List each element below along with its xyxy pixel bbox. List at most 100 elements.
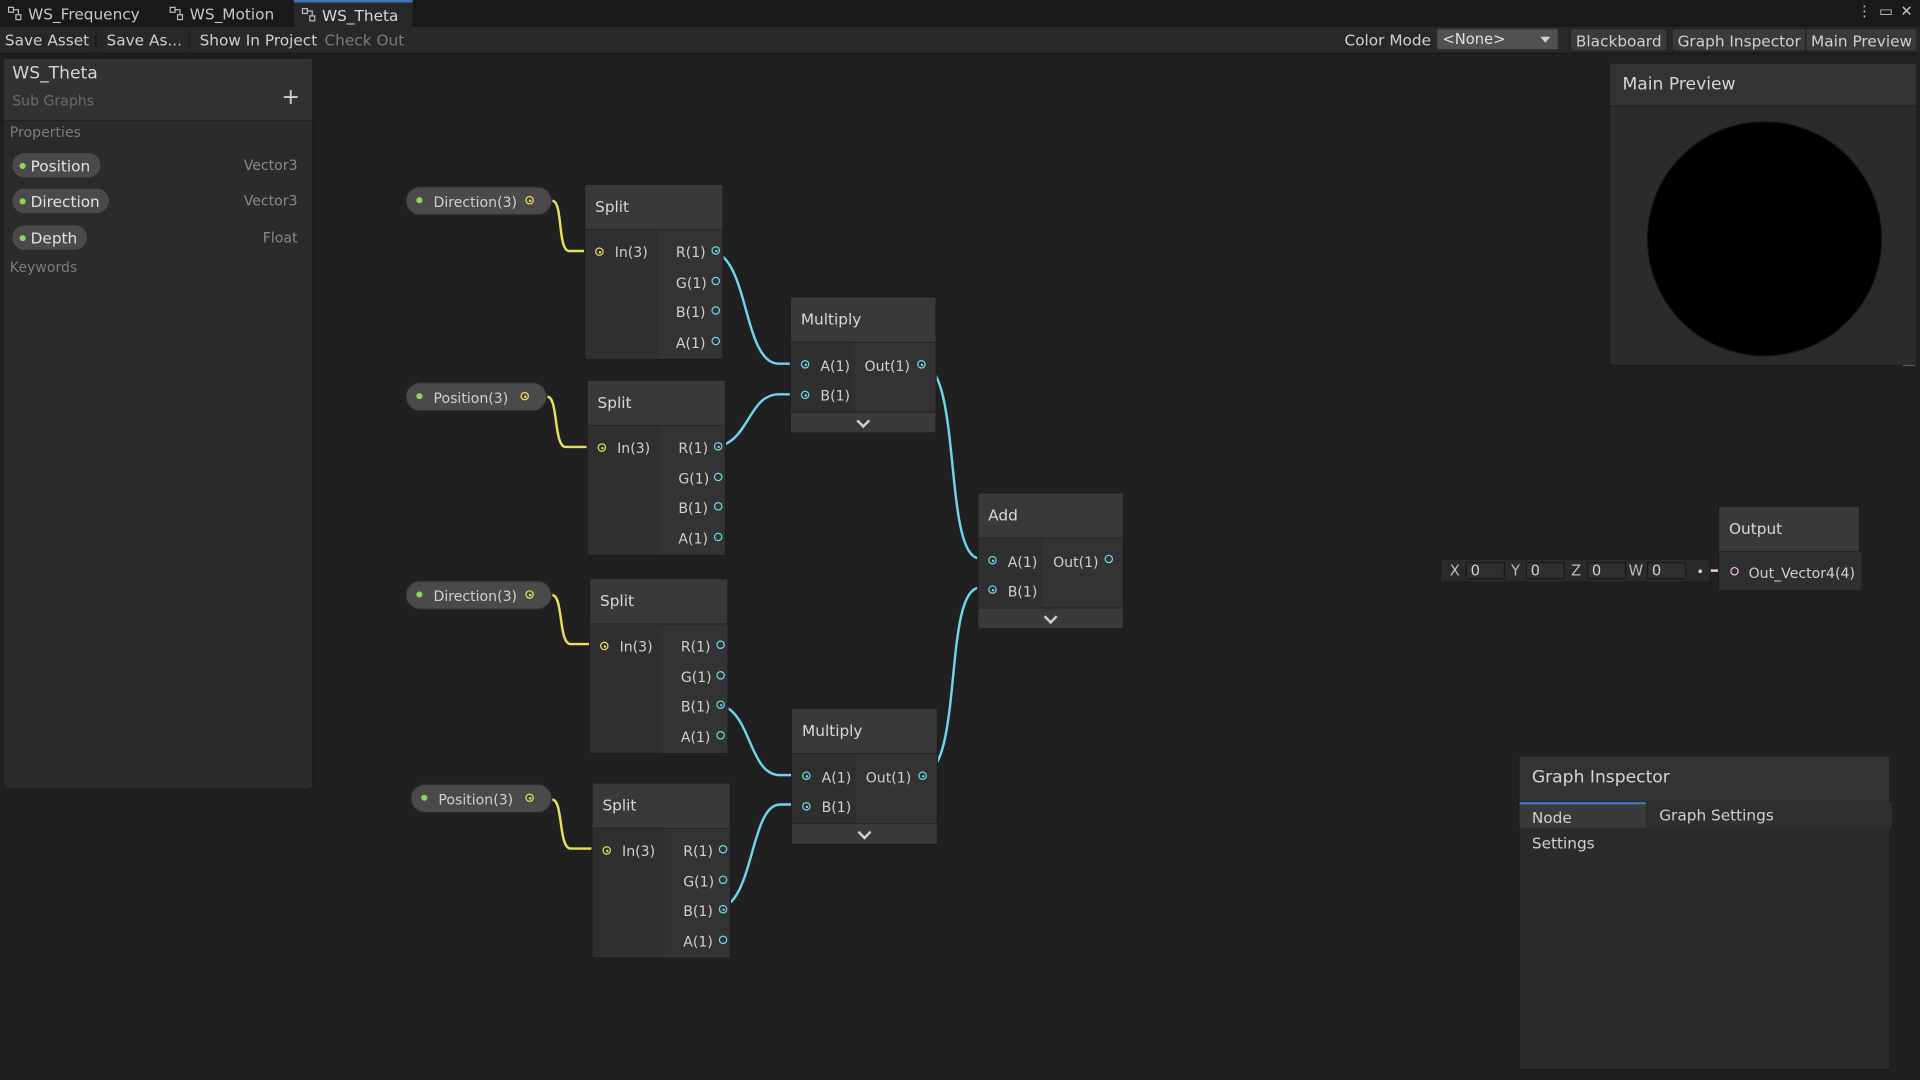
resize-handle[interactable]: [1902, 364, 1916, 367]
chevron-down-icon: [856, 414, 871, 429]
output-port[interactable]: [718, 904, 728, 914]
output-port[interactable]: [520, 391, 529, 401]
property-node-direction[interactable]: Direction(3): [405, 580, 553, 610]
property-dot-icon: [416, 197, 423, 204]
property-node-direction[interactable]: Direction(3): [405, 186, 553, 216]
main-preview-title: Main Preview: [1622, 74, 1736, 95]
output-port[interactable]: [525, 793, 534, 803]
add-property-icon[interactable]: +: [281, 84, 301, 111]
property-node-position[interactable]: Position(3): [405, 382, 548, 412]
multiply-node[interactable]: Multiply A(1) B(1) Out(1): [791, 707, 938, 845]
node-collapse-toggle[interactable]: [792, 822, 937, 844]
z-label: Z: [1571, 562, 1582, 580]
tab-graph-settings[interactable]: Graph Settings: [1646, 802, 1892, 828]
property-position[interactable]: Position: [12, 153, 101, 178]
input-port[interactable]: [800, 360, 810, 369]
y-field[interactable]: 0: [1525, 562, 1565, 580]
add-node[interactable]: Add A(1) B(1) Out(1): [977, 492, 1125, 630]
input-port[interactable]: [988, 555, 997, 565]
property-dot-icon: [19, 234, 26, 241]
output-port[interactable]: [716, 671, 725, 680]
output-port[interactable]: [711, 306, 721, 315]
output-port[interactable]: [918, 771, 927, 781]
output-port[interactable]: [1104, 554, 1114, 564]
blackboard-toggle-button[interactable]: Blackboard: [1569, 28, 1668, 52]
output-port[interactable]: [718, 875, 728, 885]
property-direction[interactable]: Direction: [12, 188, 110, 214]
output-port[interactable]: [718, 844, 728, 854]
split-node[interactable]: Split In(3) R(1) G(1) B(1) A(1): [588, 577, 729, 755]
node-outputs: R(1) G(1) B(1) A(1): [660, 426, 725, 555]
properties-section-label: Properties: [9, 123, 81, 141]
input-port[interactable]: [802, 771, 811, 781]
graph-inspector-panel: Graph Inspector Node Settings Graph Sett…: [1518, 755, 1892, 1071]
preview-sphere[interactable]: [1646, 121, 1883, 357]
output-node[interactable]: Output Out_Vector4(4): [1717, 505, 1862, 592]
w-field[interactable]: 0: [1646, 562, 1687, 580]
wire-position-split4: [551, 798, 607, 850]
property-node-label: Position(3): [438, 791, 514, 809]
port-label: R(1): [683, 842, 714, 860]
output-port[interactable]: [716, 700, 725, 709]
maximize-icon[interactable]: ▭: [1879, 2, 1894, 20]
graph-inspector-title: Graph Inspector: [1531, 767, 1670, 788]
split-node[interactable]: Split In(3) R(1) G(1) B(1) A(1): [586, 379, 727, 556]
port-label: In(3): [619, 637, 653, 656]
output-port[interactable]: [525, 590, 534, 599]
check-out-button[interactable]: Check Out: [324, 30, 405, 49]
graph-inspector-toggle-button[interactable]: Graph Inspector: [1671, 28, 1807, 52]
property-dot-icon: [416, 591, 423, 598]
output-port[interactable]: [718, 935, 728, 945]
main-preview-toggle-button[interactable]: Main Preview: [1804, 28, 1919, 52]
input-port[interactable]: [988, 585, 997, 594]
port-label: A(1): [1007, 553, 1038, 571]
property-node-position[interactable]: Position(3): [410, 783, 553, 814]
input-port[interactable]: [600, 641, 609, 651]
node-header: Add: [978, 493, 1123, 539]
node-collapse-toggle[interactable]: [791, 411, 936, 433]
output-port[interactable]: [713, 532, 723, 542]
split-node[interactable]: Split In(3) R(1) G(1) B(1) A(1): [591, 782, 732, 959]
tab-label: WS_Motion: [189, 4, 275, 23]
output-port[interactable]: [713, 472, 723, 482]
output-port[interactable]: [711, 246, 721, 255]
tab-ws-motion[interactable]: WS_Motion: [162, 0, 289, 27]
input-port[interactable]: [597, 443, 607, 452]
output-port[interactable]: [713, 442, 723, 451]
output-port[interactable]: [711, 336, 721, 346]
save-asset-button[interactable]: Save Asset: [4, 30, 90, 49]
node-collapse-toggle[interactable]: [978, 607, 1123, 629]
color-mode-select[interactable]: <None>: [1436, 28, 1559, 51]
x-field[interactable]: 0: [1465, 562, 1505, 580]
graph-inspector-header[interactable]: Graph Inspector: [1519, 756, 1890, 801]
tab-node-settings[interactable]: Node Settings: [1519, 802, 1646, 852]
node-header: Split: [592, 783, 730, 829]
input-port[interactable]: [595, 247, 604, 256]
output-port[interactable]: [525, 195, 534, 205]
output-port[interactable]: [716, 731, 725, 740]
output-port[interactable]: [917, 360, 926, 369]
input-port[interactable]: [802, 802, 811, 811]
tab-ws-theta[interactable]: WS_Theta: [293, 0, 413, 27]
property-depth[interactable]: Depth: [12, 225, 88, 250]
node-outputs: R(1) G(1) B(1) A(1): [662, 624, 728, 754]
main-preview-panel: Main Preview: [1608, 62, 1918, 367]
multiply-node[interactable]: Multiply A(1) B(1) Out(1): [789, 296, 937, 434]
y-label: Y: [1511, 562, 1521, 580]
save-as-button[interactable]: Save As...: [106, 30, 183, 49]
split-node[interactable]: Split In(3) R(1) G(1) B(1) A(1): [584, 183, 724, 361]
input-port[interactable]: [602, 846, 612, 855]
input-port[interactable]: [800, 390, 810, 400]
output-port[interactable]: [711, 276, 721, 286]
port-label: A(1): [821, 768, 852, 787]
show-in-project-button[interactable]: Show In Project: [199, 30, 318, 49]
main-preview-header[interactable]: Main Preview: [1610, 63, 1917, 107]
output-port[interactable]: [713, 502, 723, 511]
input-port[interactable]: [1730, 566, 1739, 576]
blackboard-header: WS_Theta Sub Graphs +: [3, 58, 313, 122]
tab-ws-frequency[interactable]: WS_Frequency: [0, 0, 159, 27]
more-menu-icon[interactable]: ⋮: [1857, 2, 1872, 20]
z-field[interactable]: 0: [1586, 562, 1627, 580]
output-port[interactable]: [716, 640, 725, 649]
close-icon[interactable]: ✕: [1900, 2, 1913, 20]
